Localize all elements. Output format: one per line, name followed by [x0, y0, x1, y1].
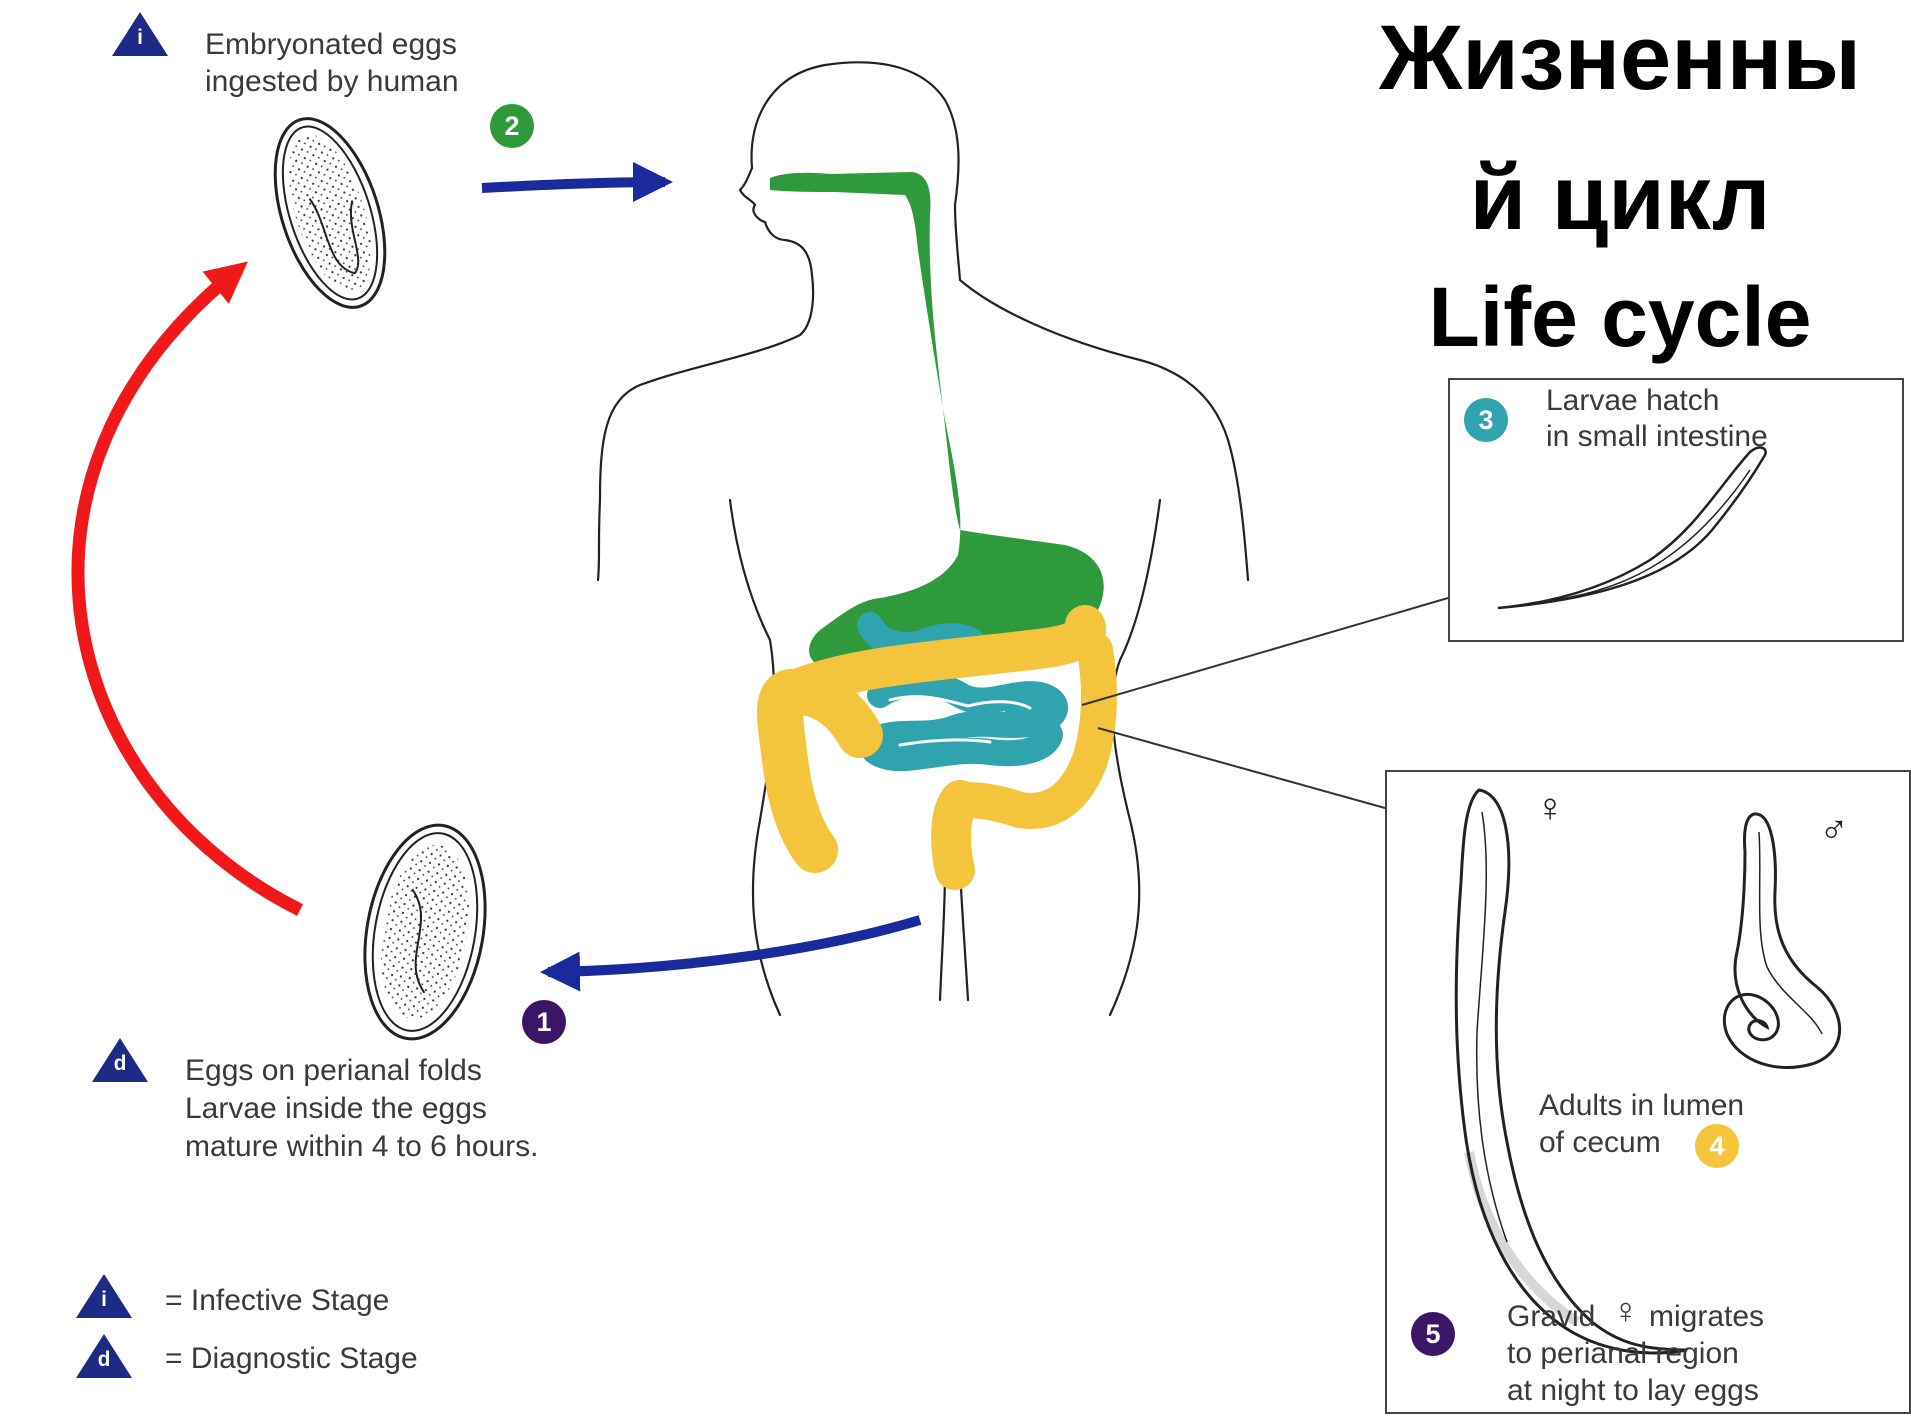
- arrow-to-perianal: [548, 920, 920, 972]
- stage-2-text-line2: ingested by human: [205, 63, 459, 100]
- stage-5-text-line1b: migrates: [1649, 1298, 1764, 1335]
- title-ru-line1: Жизненны: [1330, 12, 1910, 104]
- stage-4-badge: 4: [1695, 1124, 1739, 1168]
- larva-illustration: [1450, 380, 1902, 640]
- esophagus-stomach: [770, 172, 1104, 668]
- arrow-ingestion: [482, 182, 665, 188]
- title-ru-line2: й цикл: [1330, 152, 1910, 244]
- legend-diagnostic-label: = Diagnostic Stage: [165, 1340, 418, 1377]
- stage-5-text-line3: at night to lay eggs: [1507, 1372, 1759, 1409]
- stage-5-badge: 5: [1411, 1312, 1455, 1356]
- stage-1-text-line1: Eggs on perianal folds: [185, 1052, 482, 1089]
- female-symbol: ♀: [1535, 790, 1565, 827]
- connector-adults: [1098, 728, 1385, 808]
- stage-marker-triangle: d: [92, 1038, 148, 1082]
- title-en: Life cycle: [1330, 275, 1910, 359]
- stage-1-badge: 1: [522, 1000, 566, 1044]
- stage-2-text-line1: Embryonated eggs: [205, 26, 457, 63]
- stage-5-text-line2: to perianal region: [1507, 1335, 1739, 1372]
- legend-diagnostic-triangle: d: [76, 1334, 132, 1378]
- male-symbol: ♂: [1819, 812, 1849, 849]
- stage-1-text-line2: Larvae inside the eggs: [185, 1090, 487, 1127]
- egg-stage-1: [349, 816, 501, 1049]
- stage-4-5-inset: ♀ ♂ Adults in lumen of cecum 4 5 Gravid …: [1385, 770, 1911, 1414]
- stage-5-text-line1a: Gravid: [1507, 1298, 1595, 1335]
- stage-4-text-line1: Adults in lumen: [1539, 1087, 1744, 1124]
- stage-4-text-line2: of cecum: [1539, 1124, 1661, 1161]
- legend-infective-triangle: i: [76, 1274, 132, 1318]
- legend-infective-letter: i: [94, 1288, 114, 1312]
- stage-3-inset: 3 Larvae hatch in small intestine: [1448, 378, 1904, 642]
- legend-diagnostic-letter: d: [94, 1348, 114, 1372]
- stage-marker-letter: d: [110, 1052, 130, 1076]
- female-worm: [1456, 790, 1687, 1353]
- stage-2-badge: 2: [490, 104, 534, 148]
- stage-marker-triangle: i: [112, 12, 168, 56]
- arrow-cycle-return: [78, 272, 300, 910]
- stage-5-female-symbol: ♀: [1612, 1292, 1639, 1329]
- legend-infective-label: = Infective Stage: [165, 1282, 389, 1319]
- stage-1-text-line3: mature within 4 to 6 hours.: [185, 1128, 539, 1165]
- stage-marker-letter: i: [130, 26, 150, 50]
- egg-stage-2: [254, 105, 406, 321]
